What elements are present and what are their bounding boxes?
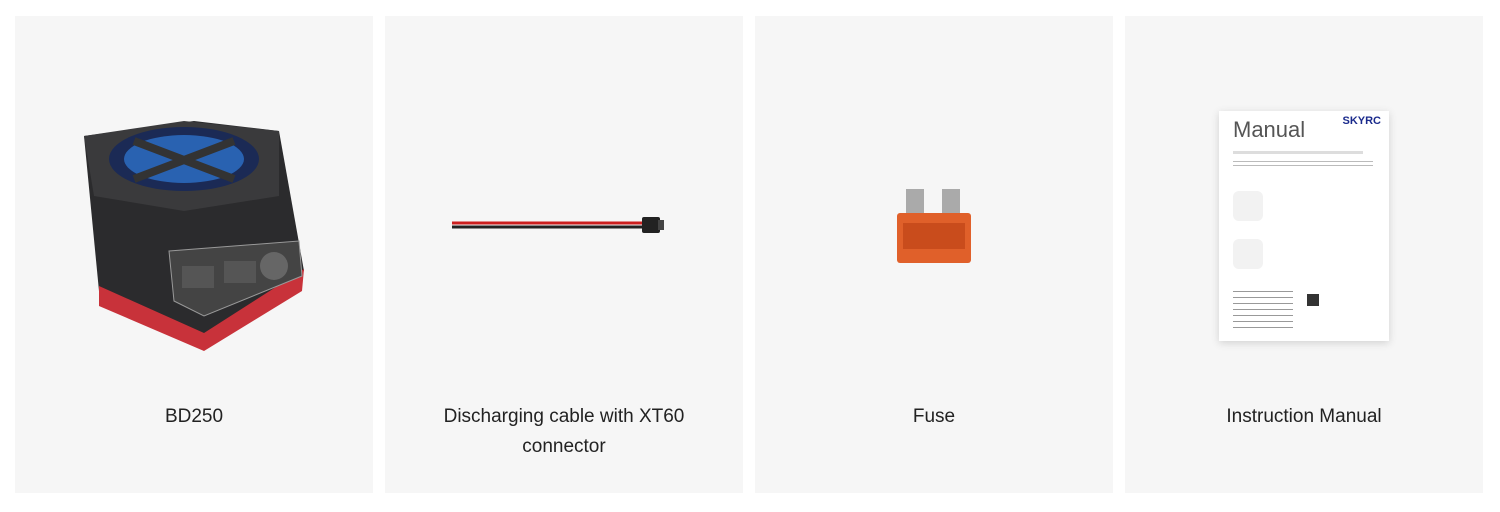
package-item-card: Manual SKYRC Instruction Manual	[1125, 16, 1483, 493]
item-label: Instruction Manual	[1226, 406, 1382, 427]
package-item-card: Discharging cable with XT60 connector	[385, 16, 743, 493]
skyrc-logo: SKYRC	[1342, 115, 1381, 127]
manual-title: Manual	[1233, 117, 1306, 142]
fuse-image	[755, 76, 1113, 376]
cable-image	[385, 76, 743, 376]
manual-image: Manual SKYRC	[1125, 76, 1483, 376]
item-label: BD250	[164, 406, 224, 427]
battery-discharger-image	[15, 76, 373, 376]
package-item-card: Fuse	[755, 16, 1113, 493]
item-label: Discharging cable with XT60 connector	[443, 406, 685, 457]
item-label: Fuse	[912, 406, 956, 427]
package-item-card: BD250	[15, 16, 373, 493]
